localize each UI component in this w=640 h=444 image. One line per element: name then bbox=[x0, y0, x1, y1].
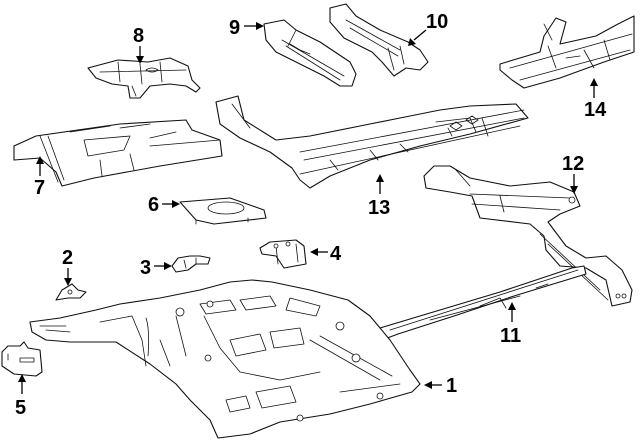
callout-7[interactable]: 7 bbox=[34, 156, 45, 199]
part-floor-pan[interactable] bbox=[29, 279, 421, 439]
arrow-head-3 bbox=[164, 262, 172, 270]
part-rear-crossmember[interactable] bbox=[87, 57, 201, 99]
arrow-head-14 bbox=[590, 78, 598, 86]
part-clip-bracket[interactable] bbox=[171, 255, 211, 273]
arrow-head-6 bbox=[172, 200, 180, 208]
arrow-head-13 bbox=[376, 174, 384, 182]
callout-label-4: 4 bbox=[330, 243, 342, 265]
part-rear-floor-pan[interactable] bbox=[13, 119, 223, 187]
callout-4[interactable]: 4 bbox=[310, 243, 342, 265]
callout-6[interactable]: 6 bbox=[148, 194, 180, 216]
callout-label-12: 12 bbox=[562, 153, 584, 175]
arrow-head-10 bbox=[408, 38, 416, 46]
callout-8[interactable]: 8 bbox=[133, 25, 144, 64]
callout-5[interactable]: 5 bbox=[15, 374, 26, 419]
part-access-cover-plate[interactable] bbox=[179, 197, 267, 225]
callout-label-14: 14 bbox=[584, 99, 607, 121]
callout-9[interactable]: 9 bbox=[229, 17, 264, 39]
callout-10[interactable]: 10 bbox=[408, 11, 448, 46]
part-small-bracket[interactable] bbox=[55, 283, 87, 301]
callout-label-1: 1 bbox=[446, 375, 457, 397]
callout-2[interactable]: 2 bbox=[62, 247, 73, 286]
callout-label-3: 3 bbox=[140, 257, 151, 279]
callout-label-5: 5 bbox=[15, 397, 26, 419]
callout-label-11: 11 bbox=[500, 325, 521, 347]
callout-12[interactable]: 12 bbox=[562, 153, 584, 194]
part-rocker-reinforcement[interactable] bbox=[379, 265, 587, 341]
part-rear-side-rail[interactable] bbox=[499, 15, 635, 89]
callout-label-9: 9 bbox=[229, 17, 240, 39]
arrow-head-12 bbox=[570, 186, 578, 194]
leader-line-10 bbox=[413, 29, 427, 41]
callout-11[interactable]: 11 bbox=[500, 302, 521, 347]
arrow-head-7 bbox=[36, 156, 44, 164]
callout-label-2: 2 bbox=[62, 247, 73, 269]
arrow-head-8 bbox=[136, 56, 144, 64]
part-seat-mount-bracket[interactable] bbox=[259, 239, 307, 269]
callout-label-6: 6 bbox=[148, 194, 159, 216]
part-left-rail-extension[interactable] bbox=[263, 19, 357, 87]
callout-13[interactable]: 13 bbox=[368, 174, 390, 219]
arrow-head-11 bbox=[508, 302, 516, 310]
part-right-rail-extension[interactable] bbox=[329, 3, 429, 77]
callout-1[interactable]: 1 bbox=[424, 375, 457, 397]
arrow-head-4 bbox=[310, 248, 318, 256]
callout-label-7: 7 bbox=[34, 177, 45, 199]
arrow-head-2 bbox=[64, 278, 72, 286]
part-jack-pad-bracket[interactable] bbox=[1, 341, 43, 377]
part-center-floor-rail[interactable] bbox=[215, 95, 529, 189]
callout-14[interactable]: 14 bbox=[584, 78, 607, 121]
arrow-head-5 bbox=[18, 374, 26, 382]
callout-3[interactable]: 3 bbox=[140, 257, 172, 279]
callout-label-10: 10 bbox=[426, 11, 448, 33]
arrow-head-9 bbox=[256, 22, 264, 30]
callout-label-8: 8 bbox=[133, 25, 144, 47]
arrow-head-1 bbox=[424, 381, 432, 389]
callout-label-13: 13 bbox=[368, 197, 390, 219]
